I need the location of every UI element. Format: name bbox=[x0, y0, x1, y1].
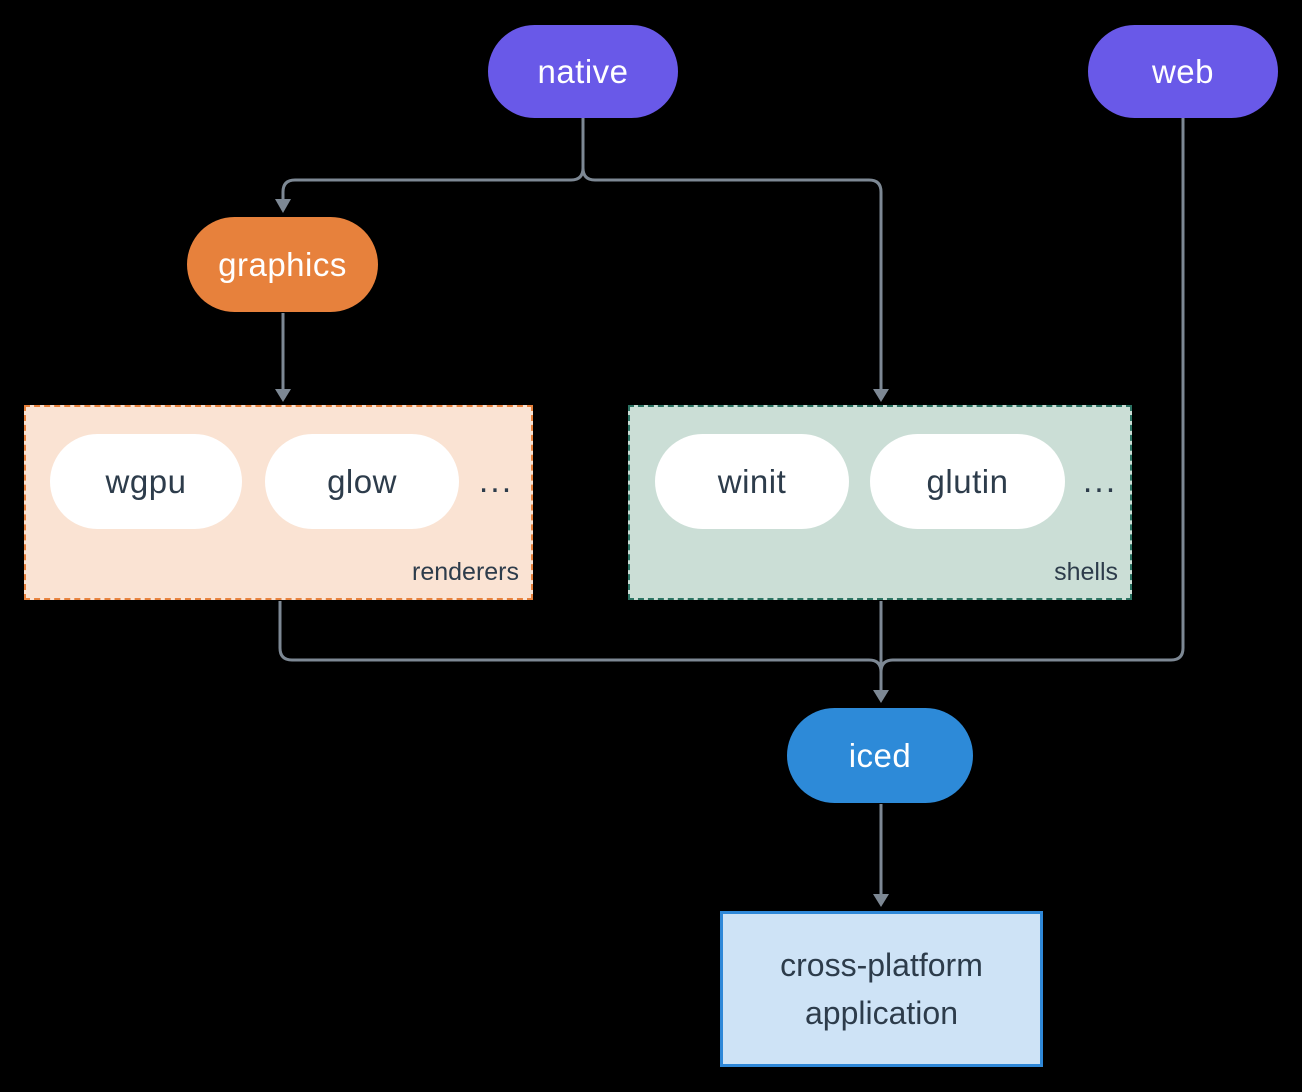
edge-web-iced bbox=[879, 118, 1185, 690]
node-web: web bbox=[1088, 25, 1278, 118]
renderers-ellipsis: ... bbox=[478, 462, 514, 500]
arrowhead-shells bbox=[873, 389, 889, 402]
node-wgpu: wgpu bbox=[50, 434, 242, 529]
node-iced-label: iced bbox=[848, 736, 912, 774]
node-native: native bbox=[488, 25, 678, 118]
group-shells-label: shells bbox=[1054, 558, 1118, 586]
node-iced: iced bbox=[787, 708, 973, 803]
node-application-line1: cross-platform bbox=[780, 947, 983, 983]
node-glutin: glutin bbox=[870, 434, 1065, 529]
arrowhead-application bbox=[873, 894, 889, 907]
arrowhead-iced bbox=[873, 690, 889, 703]
shells-ellipsis: ... bbox=[1082, 462, 1118, 500]
group-renderers: wgpu glow ... renderers bbox=[24, 405, 533, 600]
node-graphics: graphics bbox=[187, 217, 378, 312]
edge-native-shells bbox=[581, 118, 883, 390]
node-winit: winit bbox=[655, 434, 849, 529]
node-web-label: web bbox=[1151, 52, 1215, 90]
arrowhead-graphics bbox=[275, 199, 291, 213]
node-winit-label: winit bbox=[717, 462, 787, 500]
node-native-label: native bbox=[537, 52, 629, 90]
node-glutin-label: glutin bbox=[926, 462, 1009, 500]
group-shells: winit glutin ... shells bbox=[628, 405, 1132, 600]
node-application-line2: application bbox=[805, 995, 958, 1031]
node-graphics-label: graphics bbox=[218, 245, 347, 283]
arrowhead-renderers bbox=[275, 389, 291, 402]
node-glow-label: glow bbox=[327, 462, 397, 500]
edge-native-graphics bbox=[281, 118, 585, 200]
node-wgpu-label: wgpu bbox=[105, 462, 187, 500]
node-glow: glow bbox=[265, 434, 459, 529]
group-renderers-label: renderers bbox=[412, 558, 519, 586]
node-application: cross-platform application bbox=[720, 911, 1043, 1067]
edge-renderers-iced bbox=[278, 601, 883, 690]
